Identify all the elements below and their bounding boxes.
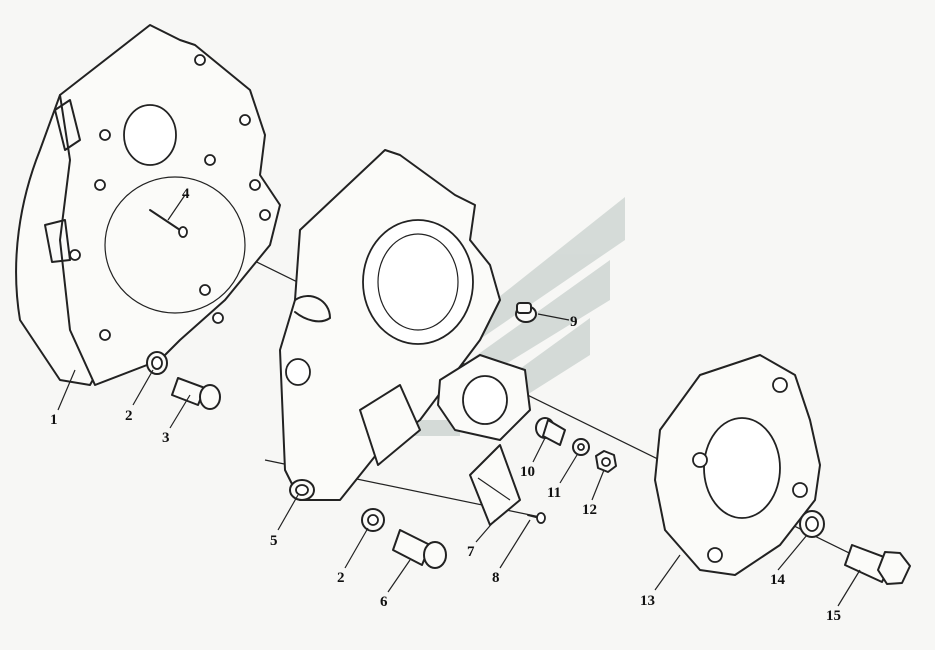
part-4-pin — [149, 209, 188, 238]
callout-leaders — [57, 194, 861, 607]
part-2-washer-upper — [146, 351, 168, 375]
part-3-bolt — [171, 377, 221, 410]
part-11-small-nut — [572, 438, 590, 456]
part-13-bearing-housing — [654, 354, 821, 576]
part-9-plug — [515, 302, 537, 323]
callout-9: 9 — [570, 314, 578, 330]
part-5-seal-ring — [289, 479, 315, 501]
part-1-housing-cover — [15, 24, 281, 386]
callout-7: 7 — [467, 544, 475, 560]
part-15-hex-bolt — [844, 544, 911, 585]
callout-14: 14 — [770, 572, 786, 588]
callout-2-upper: 2 — [125, 408, 133, 424]
callout-8: 8 — [492, 570, 500, 586]
callout-2-lower: 2 — [337, 570, 345, 586]
part-6-socket-bolt — [392, 529, 447, 569]
part-14-washer — [799, 510, 825, 538]
callout-10: 10 — [520, 464, 535, 480]
middle-housing-plate — [279, 149, 501, 501]
callout-13: 13 — [640, 593, 655, 609]
callout-4: 4 — [182, 186, 190, 202]
callout-3: 3 — [162, 430, 170, 446]
part-10-fitting — [535, 417, 566, 446]
callout-labels: 1 2 3 4 5 2 6 7 8 9 10 11 12 13 14 15 — [50, 186, 841, 624]
callout-11: 11 — [547, 485, 561, 501]
part-8-dowel-pin — [527, 512, 546, 524]
small-flange — [437, 354, 531, 441]
callout-15: 15 — [826, 608, 841, 624]
callout-6: 6 — [380, 594, 388, 610]
callout-5: 5 — [270, 533, 278, 549]
callout-12: 12 — [582, 502, 597, 518]
part-7-gasket-plate — [469, 444, 521, 526]
part-12-nut — [595, 450, 617, 473]
callout-1: 1 — [50, 412, 58, 428]
part-2-washer-lower — [361, 508, 385, 532]
